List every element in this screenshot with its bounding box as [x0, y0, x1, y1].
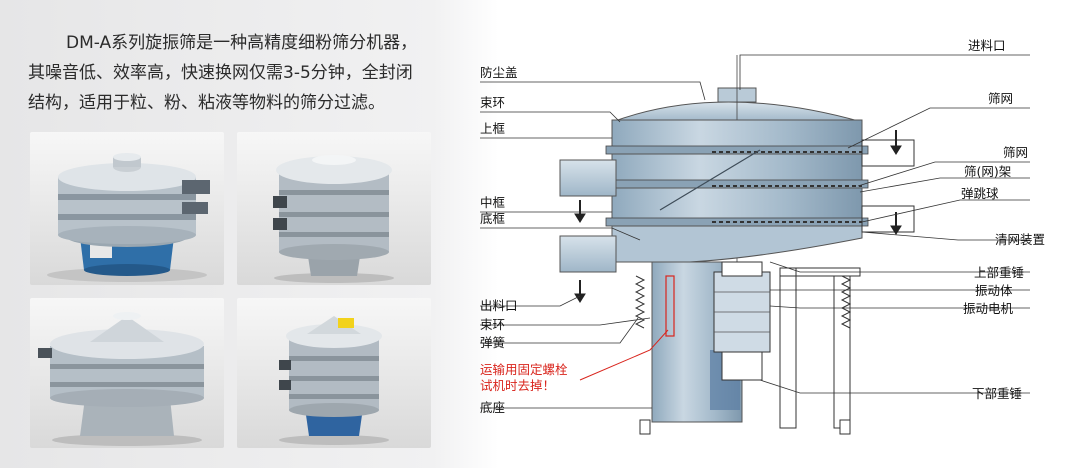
vibrating-sieve-diagram: 进料口 防尘盖 束环 上框 筛网 筛网 筛(网)架 弹跳球 中框 底框 清网装置…: [480, 38, 1045, 435]
discharge-outlet-upper: [559, 159, 617, 197]
label-upper-weight: 上部重锤: [974, 265, 1024, 280]
transport-note-leader: [579, 329, 669, 381]
label-discharge-outlet: 出料口: [480, 298, 518, 313]
label-vibration-body: 振动体: [975, 283, 1013, 298]
leader-lines: [480, 54, 1030, 409]
intro-text: DM-A系列旋振筛是一种高精度细粉筛分机器， 其噪音低、效率高，快速换网仅需3-…: [28, 28, 438, 118]
label-mesh-cleaner: 清网装置: [995, 232, 1045, 247]
label-vibration-motor: 振动电机: [963, 301, 1014, 316]
label-base: 底座: [480, 400, 505, 415]
label-lower-weight: 下部重锤: [972, 386, 1022, 401]
label-screen-mesh-2: 筛网: [1003, 145, 1028, 160]
label-transport-note-1: 运输用固定螺栓: [480, 362, 568, 377]
photo-sieve-blue-base: [30, 132, 224, 285]
label-screen-frame: 筛(网)架: [964, 164, 1011, 179]
label-transport-note-2: 试机时去掉！: [480, 378, 555, 393]
label-clamp-ring-top: 束环: [480, 95, 505, 110]
photo-sieve-three-layer: [237, 132, 431, 285]
intro-line-2: 其噪音低、效率高，快速换网仅需3-5分钟，全封闭: [28, 63, 413, 83]
label-spring: 弹簧: [480, 335, 505, 350]
label-dust-cover: 防尘盖: [480, 65, 518, 80]
label-feed-inlet: 进料口: [968, 38, 1006, 53]
discharge-outlet-lower: [559, 235, 617, 273]
label-bounce-ball: 弹跳球: [961, 186, 999, 201]
intro-line-3: 结构，适用于粒、粉、粘液等物料的筛分过滤。: [28, 93, 385, 113]
label-bottom-frame: 底框: [480, 211, 506, 226]
photo-sieve-wide-deck: [30, 298, 224, 448]
photo-sieve-small: [237, 298, 431, 448]
label-screen-mesh-1: 筛网: [988, 91, 1013, 106]
machine-drawing: [559, 55, 915, 435]
intro-line-1: DM-A系列旋振筛是一种高精度细粉筛分机器，: [66, 33, 418, 53]
label-clamp-ring-bottom: 束环: [480, 317, 505, 332]
part-labels: 进料口 防尘盖 束环 上框 筛网 筛网 筛(网)架 弹跳球 中框 底框 清网装置…: [480, 38, 1045, 415]
label-middle-frame: 中框: [480, 195, 506, 210]
label-upper-frame: 上框: [480, 121, 506, 136]
screen-mesh-lines: [712, 151, 862, 223]
